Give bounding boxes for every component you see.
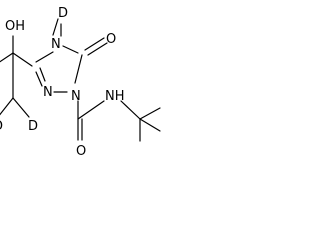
bond-camide-nh (77, 100, 105, 120)
atom-ring-n1: N (71, 89, 81, 104)
bond-c3-n2-inner (39, 67, 46, 82)
bond-n4-c3 (35, 51, 54, 63)
atom-deuterium-left: D (0, 119, 3, 134)
atom-hydroxyl: OH (5, 19, 25, 34)
bond-c5-o-second (87, 42, 108, 56)
bond-c5-n4b (62, 45, 79, 54)
bond-ch-d-right (12, 97, 30, 118)
atom-amide-nh: NH (105, 89, 125, 104)
chemical-structure: D N OH O N N NH O D D (0, 6, 161, 159)
atom-carbonyl-ring-o: O (106, 32, 116, 47)
bond-nh-ctbu (120, 100, 141, 120)
atom-ring-n2: N (43, 85, 53, 100)
bond-ctbu-me1 (139, 107, 161, 120)
atom-ring-n4-deuterium: D (58, 6, 68, 21)
bond-c3-n2 (35, 71, 43, 87)
bond-c5-o (84, 37, 105, 51)
atom-deuterium-right: D (28, 119, 38, 134)
atom-amide-o: O (76, 144, 86, 159)
atom-labels: D N OH O N N NH O D D (0, 6, 125, 159)
bond-lines (0, 18, 161, 142)
bond-c5-n4 (52, 18, 59, 36)
bond-c3-cq (12, 52, 33, 67)
bond-ch-d-left (0, 97, 14, 116)
bond-ctbu-me3 (139, 118, 161, 132)
bond-cq-methyl (0, 52, 14, 63)
bond-n1-c5 (74, 54, 83, 84)
atom-ring-n4: N (51, 37, 61, 52)
